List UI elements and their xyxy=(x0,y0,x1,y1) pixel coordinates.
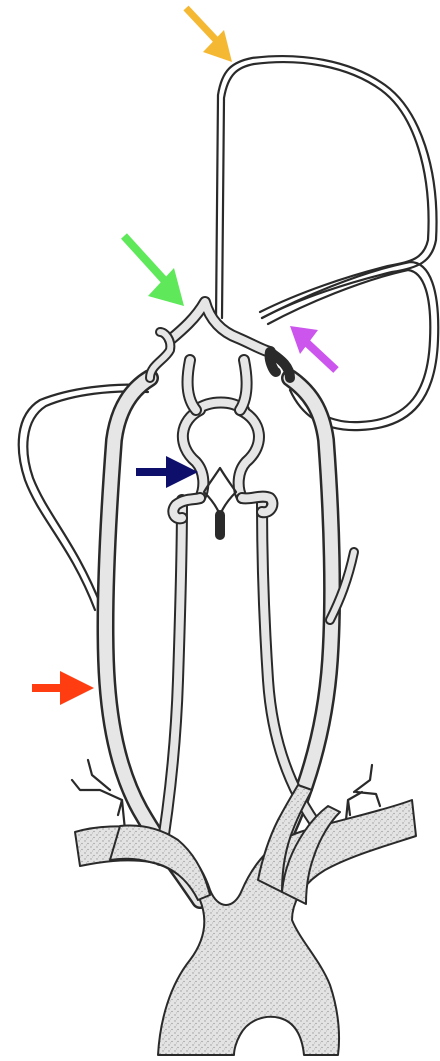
arrow-magenta xyxy=(290,326,336,370)
arrow-green xyxy=(124,236,184,306)
arrow-red xyxy=(32,671,94,705)
arrow-yellow xyxy=(186,8,232,62)
arrow-navy xyxy=(136,456,198,488)
